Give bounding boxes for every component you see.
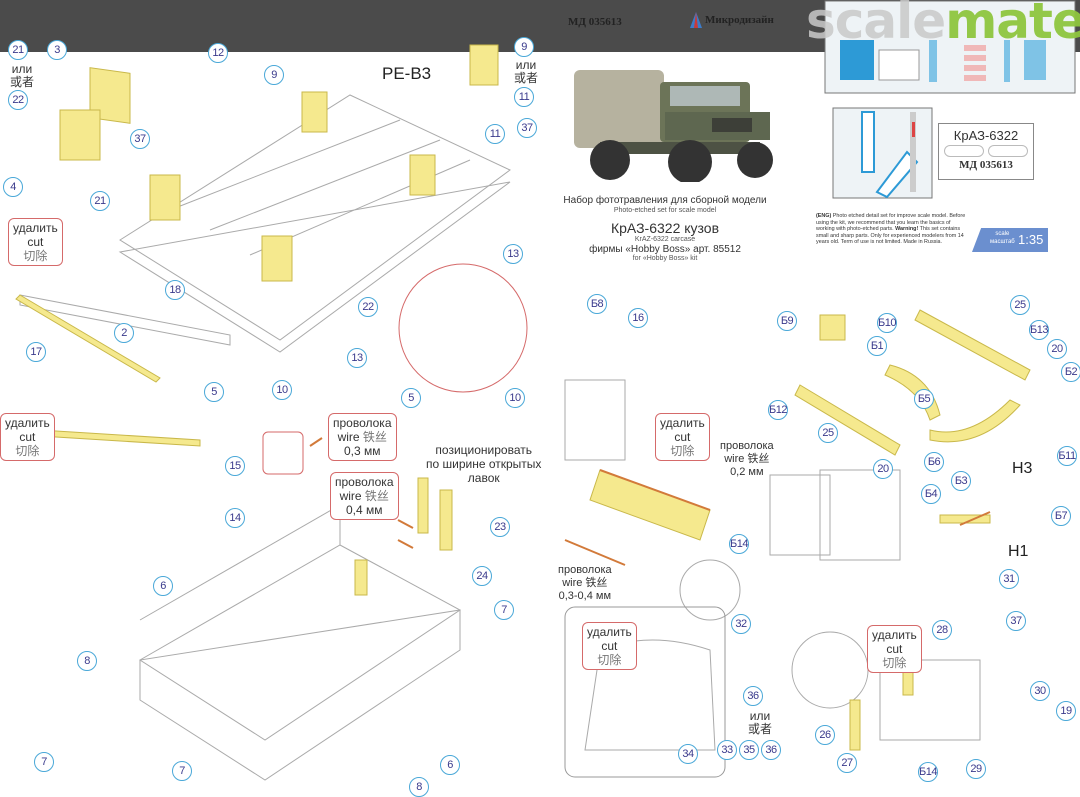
part-callout-7: 7: [494, 600, 514, 620]
part-callout-24: 24: [472, 566, 492, 586]
part-callout-16: 16: [628, 308, 648, 328]
part-callout-34: 34: [678, 744, 698, 764]
part-callout-33: 33: [717, 740, 737, 760]
part-callout-3: 3: [47, 40, 67, 60]
wire-parts: [309, 437, 991, 566]
part-callout-Б4: Б4: [921, 484, 941, 504]
part-callout-13: 13: [503, 244, 523, 264]
part-callout-Б1: Б1: [867, 336, 887, 356]
part-callout-37: 37: [130, 129, 150, 149]
part-callout-22: 22: [8, 90, 28, 110]
part-callout-4: 4: [3, 177, 23, 197]
part-callout-17: 17: [26, 342, 46, 362]
part-callout-Б13: Б13: [1029, 320, 1049, 340]
part-callout-Б12: Б12: [768, 400, 788, 420]
brand-logo-icon: [690, 12, 702, 28]
part-callout-30: 30: [1030, 681, 1050, 701]
part-callout-37: 37: [1006, 611, 1026, 631]
part-callout-32: 32: [731, 614, 751, 634]
part-callout-6: 6: [440, 755, 460, 775]
h3-label: H3: [1012, 460, 1033, 477]
product-code: МД 035613: [568, 16, 622, 28]
part-callout-19: 19: [1056, 701, 1076, 721]
part-callout-26: 26: [815, 725, 835, 745]
brand-name: Микродизайн: [705, 14, 774, 26]
part-callout-Б7: Б7: [1051, 506, 1071, 526]
part-callout-25: 25: [1010, 295, 1030, 315]
part-callout-35: 35: [739, 740, 759, 760]
part-callout-5: 5: [401, 388, 421, 408]
truck-photo: [574, 70, 773, 182]
cargo-body: [139, 544, 461, 741]
english-note: (ENG) Photo etched detail set for improv…: [816, 213, 966, 246]
part-callout-12: 12: [208, 43, 228, 63]
part-callout-10: 10: [272, 380, 292, 400]
part-callout-Б11: Б11: [1057, 446, 1077, 466]
pe-parts: [15, 44, 1031, 751]
part-callout-13: 13: [347, 348, 367, 368]
part-callout-15: 15: [225, 456, 245, 476]
part-callout-7: 7: [34, 752, 54, 772]
part-callout-21: 21: [8, 40, 28, 60]
label-card: КрАЗ-6322 МД 035613: [938, 123, 1034, 180]
part-callout-6: 6: [153, 576, 173, 596]
part-callout-20: 20: [873, 459, 893, 479]
part-callout-31: 31: [999, 569, 1019, 589]
part-callout-Б14: Б14: [729, 534, 749, 554]
part-callout-Б8: Б8: [587, 294, 607, 314]
part-callout-Б9: Б9: [777, 311, 797, 331]
h1-label: H1: [1008, 543, 1029, 560]
part-callout-36: 36: [761, 740, 781, 760]
part-callout-14: 14: [225, 508, 245, 528]
part-callout-23: 23: [490, 517, 510, 537]
part-callout-Б3: Б3: [951, 471, 971, 491]
part-callout-8: 8: [409, 777, 429, 797]
part-callout-7: 7: [172, 761, 192, 781]
roof-frame: [119, 94, 511, 341]
part-callout-37: 37: [517, 118, 537, 138]
part-callout-9: 9: [514, 37, 534, 57]
part-callout-10: 10: [505, 388, 525, 408]
part-callout-21: 21: [90, 191, 110, 211]
part-callout-Б5: Б5: [914, 389, 934, 409]
part-callout-8: 8: [77, 651, 97, 671]
part-callout-Б14: Б14: [918, 762, 938, 782]
part-callout-29: 29: [966, 759, 986, 779]
brand-logo: Микродизайн: [690, 12, 774, 28]
part-callout-18: 18: [165, 280, 185, 300]
pe-sheet-1: [824, 0, 1076, 94]
part-callout-11: 11: [485, 124, 505, 144]
part-callout-5: 5: [204, 382, 224, 402]
part-callout-28: 28: [932, 620, 952, 640]
part-callout-11: 11: [514, 87, 534, 107]
part-callout-Б10: Б10: [877, 313, 897, 333]
part-callout-20: 20: [1047, 339, 1067, 359]
part-callout-Б6: Б6: [924, 452, 944, 472]
part-callout-36: 36: [743, 686, 763, 706]
part-callout-27: 27: [837, 753, 857, 773]
part-callout-Б2: Б2: [1061, 362, 1080, 382]
part-callout-9: 9: [264, 65, 284, 85]
part-callout-22: 22: [358, 297, 378, 317]
pe-section-label: PE-B3: [382, 64, 432, 83]
pe-sheet-2: [832, 107, 933, 199]
title-block: Набор фототравления для сборной модели P…: [563, 195, 767, 263]
part-callout-25: 25: [818, 423, 838, 443]
scalemates-watermark: scalemates: [806, 0, 1080, 50]
part-callout-2: 2: [114, 323, 134, 343]
